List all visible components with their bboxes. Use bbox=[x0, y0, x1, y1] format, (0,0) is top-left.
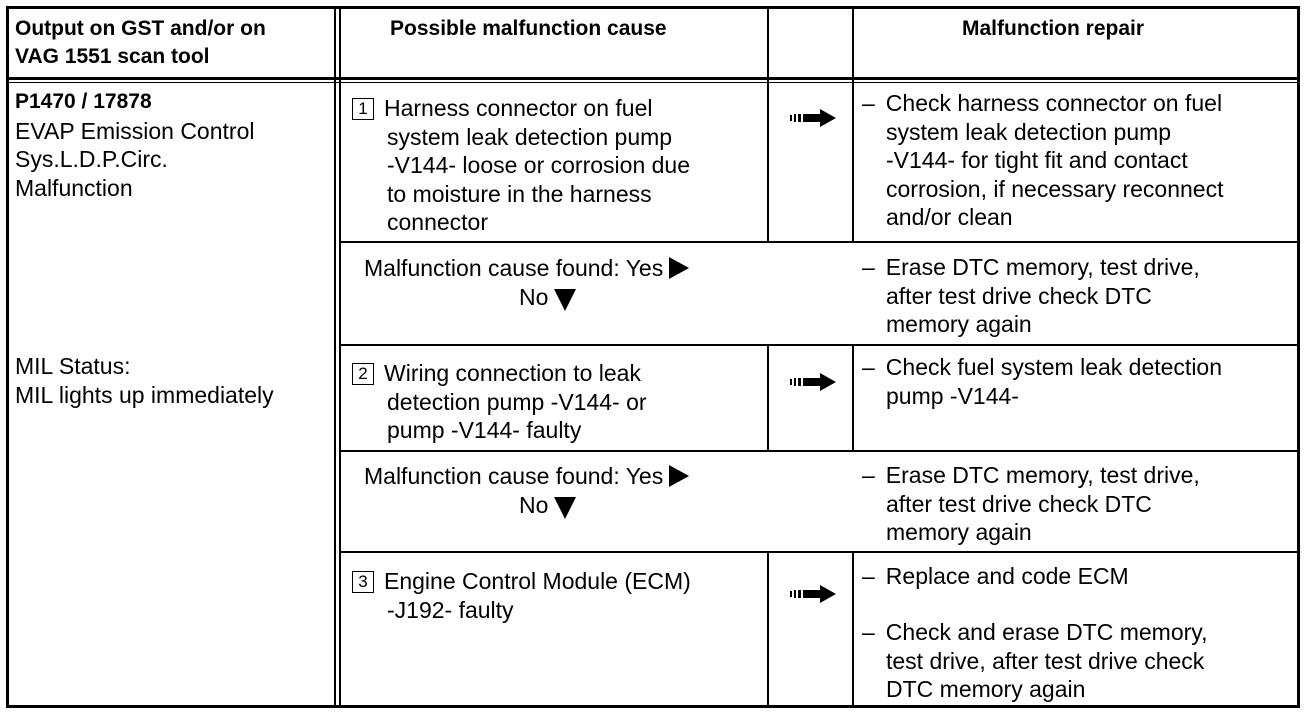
found-repair-2: –Erase DTC memory, test drive, after tes… bbox=[862, 461, 1200, 547]
dash: – bbox=[862, 619, 875, 645]
triangle-right-icon bbox=[669, 465, 690, 487]
dash: – bbox=[862, 563, 875, 589]
header-col1-line: VAG 1551 scan tool bbox=[15, 45, 210, 68]
found-repair-1: –Erase DTC memory, test drive, after tes… bbox=[862, 253, 1200, 339]
row-rule-1 bbox=[340, 241, 1300, 243]
col-rule-2 bbox=[767, 6, 769, 242]
triangle-right-icon bbox=[669, 257, 690, 279]
triangle-down-icon bbox=[554, 289, 577, 311]
cause-line: connector bbox=[387, 209, 489, 235]
repair-line: Check fuel system leak detection bbox=[885, 354, 1223, 380]
repair-line: system leak detection pump bbox=[886, 118, 1172, 145]
step-2-repair: –Check fuel system leak detection pump -… bbox=[862, 353, 1222, 410]
found-yes-label: Malfunction cause found: Yes bbox=[364, 255, 664, 281]
repair-line: after test drive check DTC bbox=[886, 282, 1152, 309]
repair-line: test drive, after test drive check bbox=[886, 647, 1205, 674]
dtc-code: P1470 / 17878 bbox=[15, 90, 152, 113]
repair-line: Check and erase DTC memory, bbox=[885, 619, 1208, 645]
header-col1-line: Output on GST and/or on bbox=[15, 17, 266, 40]
col-rule-1 bbox=[334, 6, 336, 708]
found-yes-label: Malfunction cause found: Yes bbox=[364, 463, 664, 489]
step-3-cause: 3 Engine Control Module (ECM) -J192- faul… bbox=[352, 567, 691, 624]
dtc-desc-line: EVAP Emission Control bbox=[15, 117, 255, 144]
header-rule bbox=[6, 77, 1300, 80]
found-no-2: No bbox=[519, 491, 577, 520]
header-rule-2 bbox=[6, 82, 1300, 83]
dash: – bbox=[862, 254, 875, 280]
repair-line: corrosion, if necessary reconnect bbox=[886, 175, 1224, 202]
step-number-box: 1 bbox=[352, 98, 374, 120]
cause-line: detection pump -V144- or bbox=[387, 388, 647, 415]
row-rule-3 bbox=[340, 450, 1300, 452]
repair-line: pump -V144- bbox=[886, 382, 1019, 409]
arrow-right-icon bbox=[790, 373, 836, 391]
repair-line: DTC memory again bbox=[886, 676, 1086, 702]
row-rule-4 bbox=[340, 551, 1300, 553]
repair-line: -V144- for tight fit and contact bbox=[886, 147, 1188, 173]
step-number-box: 3 bbox=[352, 571, 374, 593]
repair-line: and/or clean bbox=[886, 204, 1013, 230]
mil-line: MIL Status: bbox=[15, 353, 131, 379]
header-col1: Output on GST and/or on VAG 1551 scan to… bbox=[15, 15, 266, 71]
found-yes-1: Malfunction cause found: Yes bbox=[364, 254, 690, 283]
repair-line: Erase DTC memory, test drive, bbox=[885, 254, 1200, 280]
col-rule-3 bbox=[852, 6, 854, 242]
step-1-repair: –Check harness connector on fuel system … bbox=[862, 89, 1224, 232]
cause-line: -V144- loose or corrosion due bbox=[387, 152, 690, 178]
repair-line: after test drive check DTC bbox=[886, 490, 1152, 517]
col-rule-2b bbox=[767, 345, 769, 451]
cause-line: pump -V144- faulty bbox=[387, 417, 582, 443]
step-1-cause: 1 Harness connector on fuel system leak d… bbox=[352, 94, 690, 237]
repair-line: memory again bbox=[886, 311, 1032, 337]
cause-line: Wiring connection to leak bbox=[384, 360, 641, 386]
step-3-repair: –Replace and code ECM bbox=[862, 562, 1129, 591]
dtc-desc-line: Malfunction bbox=[15, 174, 133, 201]
col-rule-1b bbox=[339, 6, 341, 708]
repair-line: Check harness connector on fuel bbox=[885, 90, 1223, 116]
repair-line: Erase DTC memory, test drive, bbox=[885, 462, 1200, 488]
row-rule-2 bbox=[340, 344, 1300, 346]
cause-line: to moisture in the harness bbox=[387, 180, 652, 207]
step-2-cause: 2 Wiring connection to leak detection pum… bbox=[352, 359, 647, 445]
repair-line: Replace and code ECM bbox=[885, 563, 1129, 589]
cause-line: Harness connector on fuel bbox=[384, 95, 653, 121]
cause-line: system leak detection pump bbox=[387, 123, 673, 150]
mil-block: MIL Status: MIL lights up immediately bbox=[15, 352, 274, 409]
dtc-block: P1470 / 17878 EVAP Emission Control Sys.… bbox=[15, 88, 254, 202]
step-number-box: 2 bbox=[352, 363, 374, 385]
col-rule-3b bbox=[852, 345, 854, 451]
found-no-1: No bbox=[519, 283, 577, 312]
repair-line: memory again bbox=[886, 519, 1032, 545]
step-3-repair-2: –Check and erase DTC memory, test drive,… bbox=[862, 618, 1207, 704]
arrow-right-icon bbox=[790, 585, 836, 603]
dash: – bbox=[862, 462, 875, 488]
dtc-desc-line: Sys.L.D.P.Circ. bbox=[15, 146, 168, 172]
found-no-label: No bbox=[519, 284, 549, 310]
col-rule-3c bbox=[852, 552, 854, 708]
table-frame bbox=[6, 6, 1300, 708]
dash: – bbox=[862, 354, 875, 380]
dash: – bbox=[862, 90, 875, 116]
triangle-down-icon bbox=[554, 497, 577, 519]
found-yes-2: Malfunction cause found: Yes bbox=[364, 462, 690, 491]
arrow-right-icon bbox=[790, 109, 836, 127]
cause-line: -J192- faulty bbox=[387, 596, 514, 623]
header-col3: Malfunction repair bbox=[962, 17, 1145, 40]
found-no-label: No bbox=[519, 492, 549, 518]
col-rule-2c bbox=[767, 552, 769, 708]
header-col2: Possible malfunction cause bbox=[390, 17, 667, 40]
mil-line: MIL lights up immediately bbox=[15, 381, 274, 408]
cause-line: Engine Control Module (ECM) bbox=[384, 568, 691, 594]
